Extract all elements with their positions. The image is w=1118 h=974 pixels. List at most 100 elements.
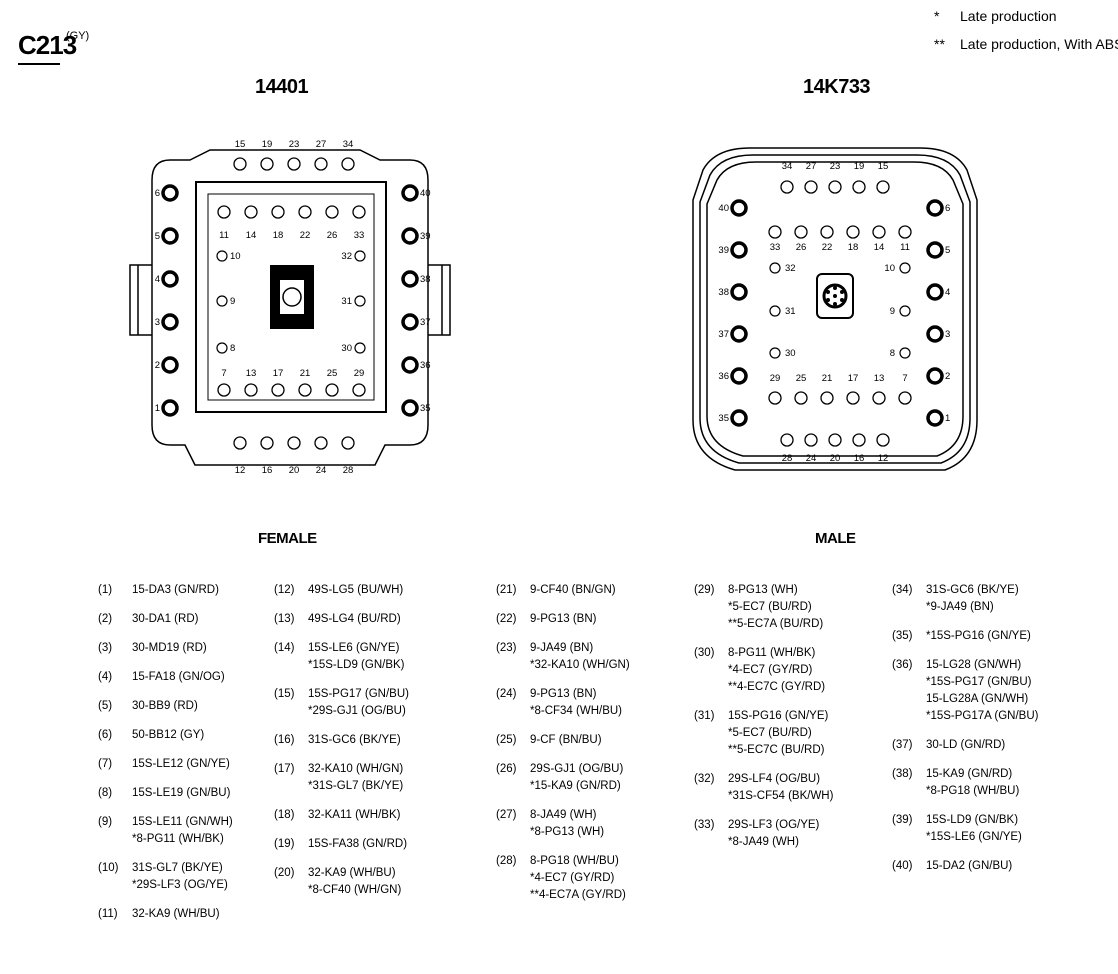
small-pin xyxy=(768,391,782,405)
pin-label: 22 xyxy=(822,242,833,253)
pin-label: 32 xyxy=(785,263,796,274)
pin-entry-line: (4)15-FA18 (GN/OG) xyxy=(98,669,233,686)
pin-circuit: 15S-LE19 (GN/BU) xyxy=(132,787,231,799)
pin-entry-line: (31)15S-PG16 (GN/YE) xyxy=(694,708,833,725)
pin-entry: (5)30-BB9 (RD) xyxy=(98,698,233,715)
pin-label: 6 xyxy=(945,203,950,214)
male-label: MALE xyxy=(815,530,856,547)
pin-label: 21 xyxy=(300,368,311,379)
pin-label: 25 xyxy=(796,373,807,384)
pin-circuit: 32-KA9 (WH/BU) xyxy=(308,867,396,879)
small-pin xyxy=(233,157,247,171)
center-contact xyxy=(826,290,830,294)
small-pin xyxy=(899,262,911,274)
large-pin xyxy=(926,199,944,217)
pin-label: 34 xyxy=(343,139,354,150)
pin-label: 28 xyxy=(343,465,354,476)
pin-circuit: 15S-PG16 (GN/YE) xyxy=(728,710,829,722)
small-pin xyxy=(876,433,890,447)
pin-entry: (27)8-JA49 (WH)*8-PG13 (WH) xyxy=(496,807,630,841)
small-pin xyxy=(872,391,886,405)
pin-entry-line: (22)9-PG13 (BN) xyxy=(496,611,630,628)
pin-circuit: 32-KA10 (WH/GN) xyxy=(308,763,404,775)
pin-circuit: 15S-PG17 (GN/BU) xyxy=(308,688,409,700)
pin-number: (40) xyxy=(892,860,913,872)
small-pin xyxy=(354,250,366,262)
pin-circuit: 9-PG13 (BN) xyxy=(530,613,597,625)
pin-entry-line: (40)15-DA2 (GN/BU) xyxy=(892,858,1038,875)
pin-label: 3 xyxy=(155,317,160,328)
pin-label: 9 xyxy=(890,306,895,317)
pin-circuit: 32-KA9 (WH/BU) xyxy=(132,908,220,920)
pin-label: 3 xyxy=(945,329,950,340)
small-pin xyxy=(216,250,228,262)
small-pin xyxy=(804,180,818,194)
large-pin xyxy=(730,241,748,259)
pin-entry: (1)15-DA3 (GN/RD) xyxy=(98,582,233,599)
pin-label: 13 xyxy=(246,368,257,379)
pin-entry-line: (32)29S-LF4 (OG/BU) xyxy=(694,771,833,788)
pin-label: 20 xyxy=(289,465,300,476)
pin-circuit: 49S-LG4 (BU/RD) xyxy=(308,613,401,625)
pin-entry-line: (25)9-CF (BN/BU) xyxy=(496,732,630,749)
pin-entry: (37)30-LD (GN/RD) xyxy=(892,737,1038,754)
male-housing-outline xyxy=(692,147,978,471)
pin-label: 31 xyxy=(341,296,352,307)
male-housing-outline-3 xyxy=(706,161,964,457)
pin-number: (17) xyxy=(274,763,295,775)
pin-label: 7 xyxy=(221,368,226,379)
pin-label: 14 xyxy=(246,230,257,241)
pin-entry: (26)29S-GJ1 (OG/BU)*15-KA9 (GN/RD) xyxy=(496,761,630,795)
pin-number: (14) xyxy=(274,642,295,654)
pin-number: (15) xyxy=(274,688,295,700)
pin-label: 24 xyxy=(806,453,817,464)
pin-entry: (38)15-KA9 (GN/RD)*8-PG18 (WH/BU) xyxy=(892,766,1038,800)
pin-label: 4 xyxy=(945,287,950,298)
pin-entry-line: (26)29S-GJ1 (OG/BU) xyxy=(496,761,630,778)
pin-entry-line: (30)8-PG11 (WH/BK) xyxy=(694,645,833,662)
small-pin xyxy=(216,342,228,354)
pin-label: 4 xyxy=(155,274,160,285)
female-housing-outline xyxy=(151,149,429,466)
large-pin xyxy=(401,184,419,202)
small-pin xyxy=(899,347,911,359)
pin-circuit: 8-PG11 (WH/BK) xyxy=(728,647,816,659)
pin-number: (7) xyxy=(98,758,113,770)
pin-circuit-alt: *15S-PG17 (GN/BU) xyxy=(926,676,1032,688)
large-pin xyxy=(161,356,179,374)
female-left-latch xyxy=(129,264,152,336)
small-pin xyxy=(216,295,228,307)
pin-entry: (24)9-PG13 (BN)*8-CF34 (WH/BU) xyxy=(496,686,630,720)
small-pin xyxy=(898,225,912,239)
legend-item-late-production: *Late production xyxy=(934,8,1057,24)
pin-label: 16 xyxy=(854,453,865,464)
pin-number: (12) xyxy=(274,584,295,596)
pin-number: (19) xyxy=(274,838,295,850)
pin-number: (1) xyxy=(98,584,113,596)
center-contact xyxy=(833,302,837,306)
pin-entry: (15)15S-PG17 (GN/BU)*29S-GJ1 (OG/BU) xyxy=(274,686,409,720)
pin-entry-line: (8)15S-LE19 (GN/BU) xyxy=(98,785,233,802)
pin-circuit-alt: *8-PG18 (WH/BU) xyxy=(926,785,1020,797)
pin-circuit-alt: **5-EC7C (BU/RD) xyxy=(728,744,825,756)
pin-label: 8 xyxy=(230,343,235,354)
small-pin xyxy=(876,180,890,194)
pin-label: 31 xyxy=(785,306,796,317)
pin-label: 25 xyxy=(327,368,338,379)
pin-number: (21) xyxy=(496,584,517,596)
pin-label: 19 xyxy=(854,161,865,172)
pin-entry: (30)8-PG11 (WH/BK)*4-EC7 (GY/RD)**4-EC7C… xyxy=(694,645,833,696)
small-pin xyxy=(899,305,911,317)
pin-entry-line: (35)*15S-PG16 (GN/YE) xyxy=(892,628,1038,645)
pin-circuit: 15-KA9 (GN/RD) xyxy=(926,768,1013,780)
large-pin xyxy=(161,184,179,202)
pin-circuit-alt: *4-EC7 (GY/RD) xyxy=(728,664,813,676)
pin-circuit-alt: *32-KA10 (WH/GN) xyxy=(530,659,630,671)
pin-label: 35 xyxy=(718,413,729,424)
pin-label: 5 xyxy=(155,231,160,242)
pin-label: 24 xyxy=(316,465,327,476)
legend-text: Late production, With ABS xyxy=(960,36,1118,52)
pin-number: (23) xyxy=(496,642,517,654)
pin-circuit: 15S-LE6 (GN/YE) xyxy=(308,642,400,654)
pin-circuit-alt: *5-EC7 (BU/RD) xyxy=(728,727,812,739)
